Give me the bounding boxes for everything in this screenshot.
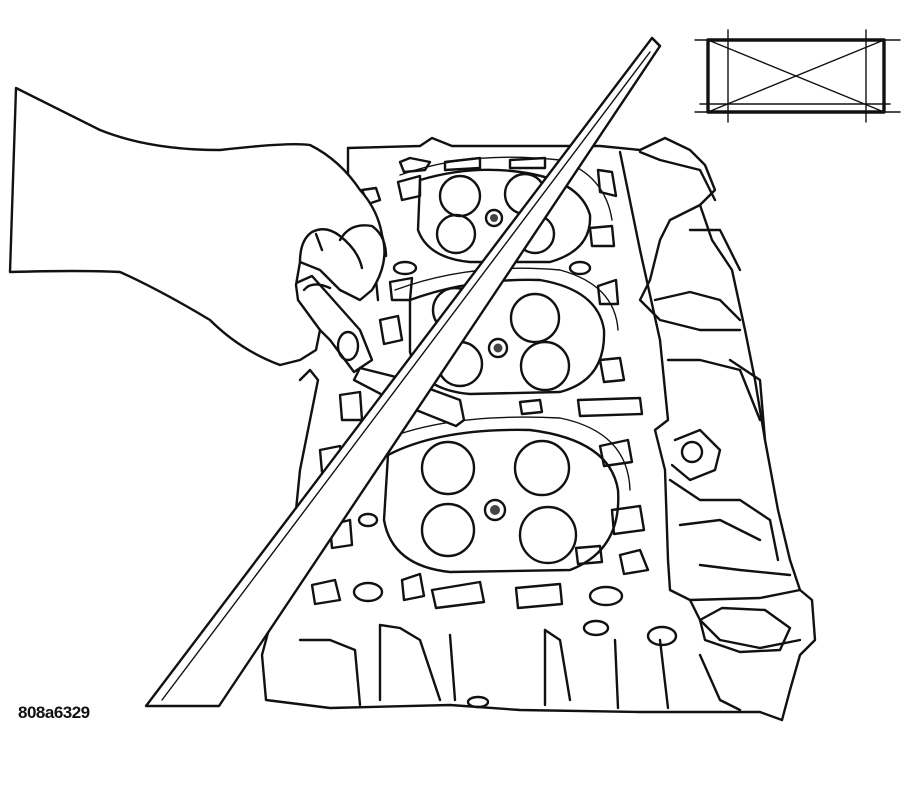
straightedge-tool: [144, 36, 662, 708]
figure-reference-code: 808a6329: [18, 703, 90, 722]
technician-hand: [8, 86, 388, 367]
straightedge-view-symbol-icon: [694, 29, 901, 123]
